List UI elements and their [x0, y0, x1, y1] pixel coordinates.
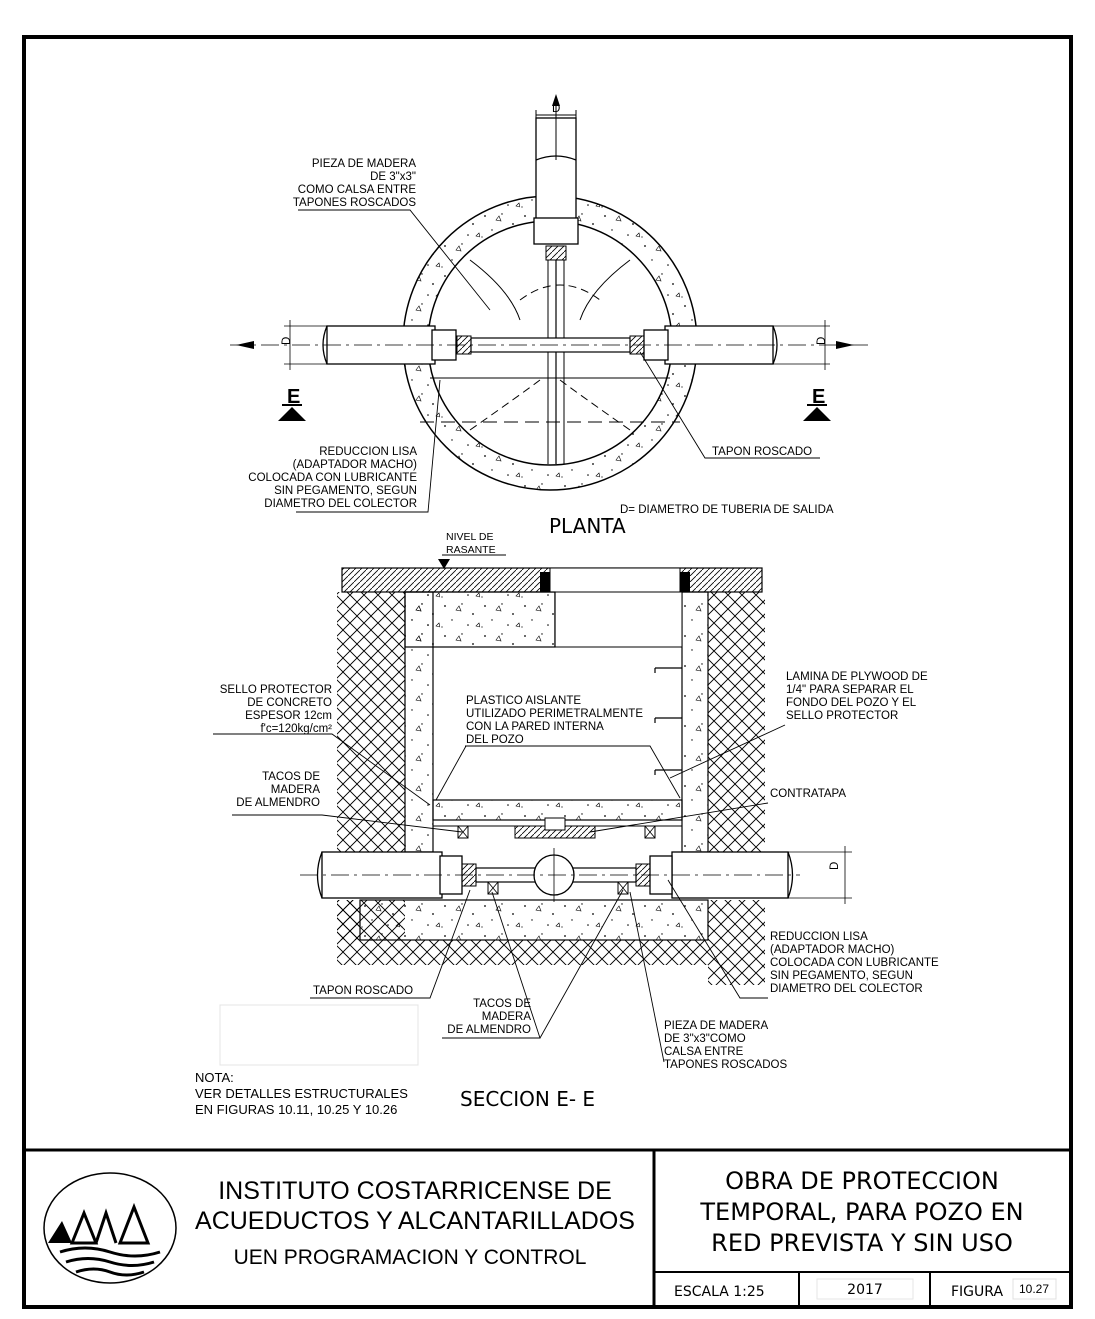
svg-text:TAPONES ROSCADOS: TAPONES ROSCADOS [293, 197, 416, 209]
svg-text:COMO CALSA ENTRE: COMO CALSA ENTRE [298, 184, 417, 196]
plan-note-tapon-roscado: TAPON ROSCADO [712, 446, 812, 458]
svg-text:REDUCCION LISA: REDUCCION LISA [319, 446, 417, 458]
plan-view: D D D E E [230, 94, 870, 538]
sheet-border [22, 35, 1073, 1309]
svg-text:DE ALMENDRO: DE ALMENDRO [236, 797, 320, 809]
svg-text:DE ALMENDRO: DE ALMENDRO [447, 1024, 531, 1036]
svg-text:SELLO PROTECTOR: SELLO PROTECTOR [220, 684, 332, 696]
svg-text:TACOS DE: TACOS DE [473, 998, 531, 1010]
svg-text:SELLO PROTECTOR: SELLO PROTECTOR [786, 710, 898, 722]
svg-text:NOTA:: NOTA: [195, 1070, 234, 1085]
svg-text:TAPONES ROSCADOS: TAPONES ROSCADOS [664, 1059, 787, 1071]
svg-text:1/4" PARA SEPARAR EL: 1/4" PARA SEPARAR EL [786, 684, 914, 696]
note-reduccion-section: REDUCCION LISA (ADAPTADOR MACHO) COLOCAD… [770, 931, 939, 995]
svg-text:UTILIZADO PERIMETRALMENTE: UTILIZADO PERIMETRALMENTE [466, 708, 643, 720]
svg-text:DE CONCRETO: DE CONCRETO [247, 697, 332, 709]
svg-text:DE 3"x3"COMO: DE 3"x3"COMO [664, 1033, 746, 1045]
aya-logo [43, 1172, 177, 1284]
svg-text:VER DETALLES ESTRUCTURALES: VER DETALLES ESTRUCTURALES [195, 1086, 408, 1101]
section-title: SECCION E- E [460, 1087, 595, 1111]
note-tacos-top: TACOS DE MADERA DE ALMENDRO [236, 771, 320, 809]
base-slab [359, 899, 709, 941]
svg-text:DE 3"x3": DE 3"x3" [370, 171, 416, 183]
svg-text:PIEZA DE MADERA: PIEZA DE MADERA [664, 1020, 768, 1032]
plan-title: PLANTA [549, 514, 626, 538]
svg-text:CALSA ENTRE: CALSA ENTRE [664, 1046, 744, 1058]
svg-text:ESPESOR 12cm: ESPESOR 12cm [245, 710, 332, 722]
section-mark-left: E [287, 386, 300, 408]
drawing-title-line-2: TEMPORAL, PARA POZO EN [699, 1198, 1023, 1226]
svg-text:DEL POZO: DEL POZO [466, 734, 524, 746]
svg-text:(ADAPTADOR MACHO): (ADAPTADOR MACHO) [770, 944, 895, 956]
title-block: INSTITUTO COSTARRICENSE DE ACUEDUCTOS Y … [24, 1148, 1071, 1307]
svg-text:SIN PEGAMENTO, SEGUN: SIN PEGAMENTO, SEGUN [770, 970, 913, 982]
plan-note-pieza-madera: PIEZA DE MADERA DE 3"x3" COMO CALSA ENTR… [293, 158, 416, 209]
figure-number: 10.27 [1019, 1282, 1049, 1296]
svg-text:COLOCADA CON LUBRICANTE: COLOCADA CON LUBRICANTE [770, 957, 939, 969]
unit-name: UEN PROGRAMACION Y CONTROL [234, 1246, 587, 1269]
note-pieza-section: PIEZA DE MADERA DE 3"x3"COMO CALSA ENTRE… [664, 1020, 787, 1071]
svg-text:EN FIGURAS 10.11, 10.25 Y 10.2: EN FIGURAS 10.11, 10.25 Y 10.26 [195, 1102, 397, 1117]
svg-text:MADERA: MADERA [271, 784, 321, 796]
svg-text:CON LA PARED INTERNA: CON LA PARED INTERNA [466, 721, 604, 733]
institution-line-1: INSTITUTO COSTARRICENSE DE [218, 1177, 612, 1205]
cone-slab [404, 591, 556, 648]
note-lamina-plywood: LAMINA DE PLYWOOD DE 1/4" PARA SEPARAR E… [786, 671, 928, 722]
section-view: D NIVEL DE RASANTE SELLO PROTECTOR DE CO… [213, 531, 939, 1111]
plan-outlet-d-label: D [552, 103, 560, 115]
note-plastico-aislante: PLASTICO AISLANTE UTILIZADO PERIMETRALME… [466, 695, 643, 746]
svg-text:LAMINA DE PLYWOOD DE: LAMINA DE PLYWOOD DE [786, 671, 928, 683]
plan-note-reduccion-lisa: REDUCCION LISA (ADAPTADOR MACHO) COLOCAD… [248, 446, 417, 510]
note-sello-protector: SELLO PROTECTOR DE CONCRETO ESPESOR 12cm… [220, 684, 332, 735]
svg-text:DIAMETRO DEL COLECTOR: DIAMETRO DEL COLECTOR [264, 498, 417, 510]
svg-text:REDUCCION LISA: REDUCCION LISA [770, 931, 868, 943]
section-d-label: D [829, 862, 841, 870]
svg-text:SIN PEGAMENTO, SEGUN: SIN PEGAMENTO, SEGUN [274, 485, 417, 497]
section-arrow-left [278, 407, 306, 421]
svg-text:COLOCADA CON LUBRICANTE: COLOCADA CON LUBRICANTE [248, 472, 417, 484]
note-tacos-bottom: TACOS DE MADERA DE ALMENDRO [447, 998, 531, 1036]
svg-text:TACOS DE: TACOS DE [262, 771, 320, 783]
svg-text:MADERA: MADERA [482, 1011, 532, 1023]
figure-label: FIGURA [951, 1284, 1003, 1300]
general-note: NOTA: VER DETALLES ESTRUCTURALES EN FIGU… [195, 1070, 408, 1117]
note-tapon-section: TAPON ROSCADO [313, 985, 413, 997]
section-mark-right: E [812, 386, 825, 408]
wall-right [681, 591, 709, 853]
plan-left-d-label: D [281, 337, 293, 345]
svg-text:DIAMETRO DEL COLECTOR: DIAMETRO DEL COLECTOR [770, 983, 923, 995]
year: 2017 [847, 1282, 883, 1298]
svg-text:f'c=120kg/cm²: f'c=120kg/cm² [260, 723, 332, 735]
svg-text:FONDO DEL POZO Y EL: FONDO DEL POZO Y EL [786, 697, 917, 709]
nivel-rasante-1: NIVEL DE [446, 531, 493, 543]
section-arrow-right [803, 407, 831, 421]
nivel-rasante-2: RASANTE [446, 544, 496, 556]
sello-protector [432, 799, 683, 821]
scale-label: ESCALA 1:25 [674, 1284, 765, 1300]
institution-line-2: ACUEDUCTOS Y ALCANTARILLADOS [195, 1207, 635, 1235]
svg-text:PIEZA DE MADERA: PIEZA DE MADERA [312, 158, 416, 170]
svg-text:PLASTICO AISLANTE: PLASTICO AISLANTE [466, 695, 581, 707]
drawing-title-line-3: RED PREVISTA Y SIN USO [711, 1229, 1013, 1257]
svg-text:(ADAPTADOR MACHO): (ADAPTADOR MACHO) [293, 459, 418, 471]
drawing-title-line-1: OBRA DE PROTECCION [725, 1167, 999, 1195]
plan-note-d-definition: D= DIAMETRO DE TUBERIA DE SALIDA [620, 504, 834, 516]
plan-right-d-label: D [816, 337, 828, 345]
note-contratapa: CONTRATAPA [770, 788, 846, 800]
